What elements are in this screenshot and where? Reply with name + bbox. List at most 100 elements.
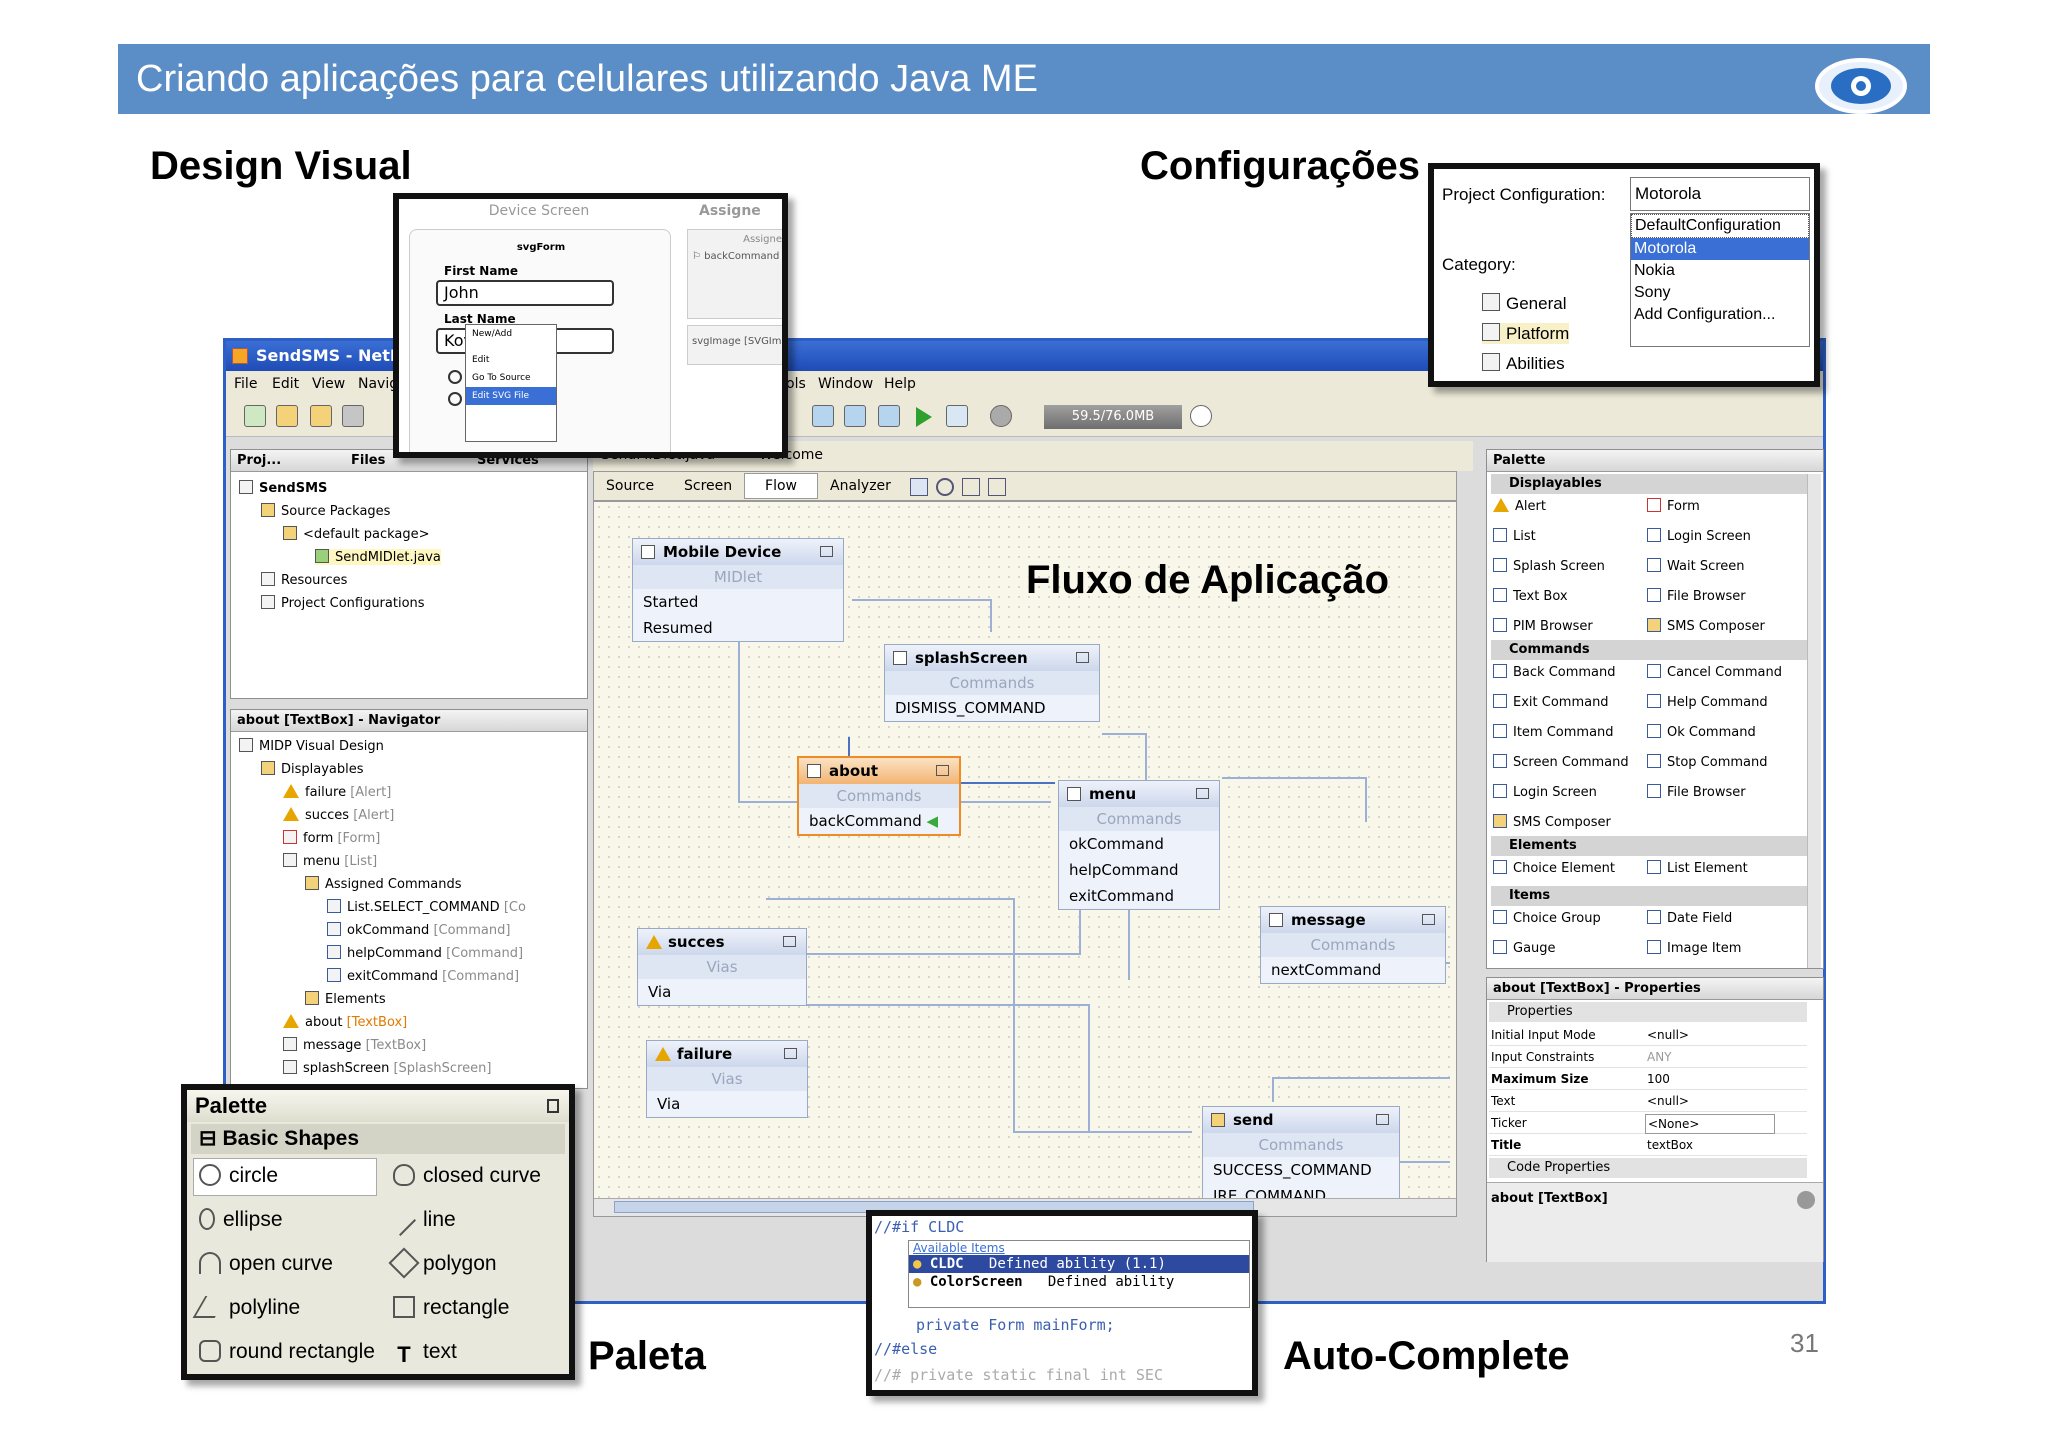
help-icon[interactable] (1797, 1191, 1815, 1209)
category-elements[interactable]: Elements (1491, 836, 1811, 856)
node-row-backcommand[interactable]: backCommand ◀ (799, 808, 959, 834)
node-message[interactable]: message Commands nextCommand (1260, 906, 1446, 984)
tree-default-package[interactable]: <default package> (283, 526, 430, 542)
back-command-item[interactable]: ⚐ backCommand (688, 249, 782, 264)
minimize-icon[interactable] (820, 546, 833, 557)
tab-files[interactable]: Files (351, 453, 386, 468)
tab-screen[interactable]: Screen (684, 478, 733, 494)
palette-choice-group[interactable]: Choice Group (1493, 910, 1601, 926)
option-sony[interactable]: Sony (1634, 284, 1671, 301)
node-row-helpcommand[interactable]: helpCommand (1059, 857, 1219, 883)
shape-polyline[interactable]: polyline (192, 1296, 300, 1320)
palette-list-element[interactable]: List Element (1647, 860, 1748, 876)
palette-form[interactable]: Form (1647, 498, 1700, 514)
profile-icon[interactable] (990, 405, 1012, 427)
minimize-icon[interactable] (1076, 652, 1089, 663)
option-motorola[interactable]: Motorola (1631, 238, 1809, 260)
menu-window[interactable]: Window (818, 376, 874, 392)
prop-text[interactable]: Text<null> (1489, 1090, 1807, 1112)
palette-wait-screen[interactable]: Wait Screen (1647, 558, 1745, 574)
prop-initial-input-mode[interactable]: Initial Input Mode<null> (1489, 1024, 1807, 1046)
nav-assigned-commands[interactable]: Assigned Commands (305, 876, 462, 892)
nav-about[interactable]: about [TextBox] (283, 1014, 407, 1030)
completion-item-cldc[interactable]: ● CLDC Defined ability (1.1) (909, 1255, 1249, 1273)
palette-file-browser[interactable]: File Browser (1647, 588, 1746, 604)
nav-splashscreen[interactable]: splashScreen [SplashScreen] (283, 1060, 491, 1076)
node-row-started[interactable]: Started (633, 589, 843, 615)
palette-help-command[interactable]: Help Command (1647, 694, 1768, 710)
radio-icon[interactable] (448, 370, 462, 384)
option-default-configuration[interactable]: DefaultConfiguration (1631, 214, 1809, 238)
menu-edit[interactable]: Edit (272, 376, 300, 392)
palette-cancel-command[interactable]: Cancel Command (1647, 664, 1782, 680)
node-row-success-command[interactable]: SUCCESS_COMMAND (1203, 1157, 1399, 1183)
nav-select-command[interactable]: List.SELECT_COMMAND [Co (327, 899, 526, 915)
layout-icon[interactable] (910, 478, 928, 496)
palette-back-command[interactable]: Back Command (1493, 664, 1616, 680)
shape-closed-curve[interactable]: closed curve (393, 1164, 541, 1188)
menu-edit[interactable]: Edit (472, 355, 490, 365)
minimize-icon[interactable] (783, 936, 796, 947)
nav-okcommand[interactable]: okCommand [Command] (327, 922, 510, 938)
nav-helpcommand[interactable]: helpCommand [Command] (327, 945, 523, 961)
palette-list[interactable]: List (1493, 528, 1536, 544)
shape-ellipse[interactable]: ellipse (199, 1208, 283, 1232)
palette-text-box[interactable]: Text Box (1493, 588, 1568, 604)
category-platform[interactable]: Platform (1482, 323, 1570, 344)
nav-displayables[interactable]: Displayables (261, 761, 364, 777)
category-abilities[interactable]: Abilities (1482, 353, 1565, 374)
category-commands[interactable]: Commands (1491, 640, 1811, 660)
palette-image-item[interactable]: Image Item (1647, 940, 1741, 956)
palette-splash-screen[interactable]: Splash Screen (1493, 558, 1605, 574)
open-project-icon[interactable] (310, 405, 332, 427)
build-icon[interactable] (812, 405, 834, 427)
radio-icon[interactable] (448, 392, 462, 406)
node-succes[interactable]: succes Vias Via (637, 928, 807, 1006)
shape-line[interactable]: line (391, 1208, 456, 1237)
palette-exit-command[interactable]: Exit Command (1493, 694, 1609, 710)
node-mobile-device[interactable]: Mobile Device MIDlet Started Resumed (632, 538, 844, 642)
minimize-icon[interactable] (936, 765, 949, 776)
node-row-nextcommand[interactable]: nextCommand (1261, 957, 1445, 983)
node-failure[interactable]: failure Vias Via (646, 1040, 808, 1118)
palette-gauge[interactable]: Gauge (1493, 940, 1556, 956)
palette-scrollbar[interactable] (1807, 474, 1821, 968)
node-send[interactable]: send Commands SUCCESS_COMMAND IRE_COMMAN… (1202, 1106, 1400, 1210)
expand-icon[interactable] (988, 478, 1006, 496)
palette-pim-browser[interactable]: PIM Browser (1493, 618, 1593, 634)
node-row-exitcommand[interactable]: exitCommand (1059, 883, 1219, 909)
menu-new-add[interactable]: New/Add (472, 329, 513, 339)
palette-login-screen[interactable]: Login Screen (1647, 528, 1751, 544)
category-displayables[interactable]: Displayables (1491, 474, 1811, 494)
node-row-dismiss[interactable]: DISMISS_COMMAND (885, 695, 1099, 721)
prop-ticker-select[interactable]: <None> (1645, 1114, 1775, 1134)
code-properties-group[interactable]: Code Properties (1489, 1158, 1807, 1178)
memory-indicator[interactable]: 59.5/76.0MB (1044, 405, 1182, 429)
shape-polygon[interactable]: polygon (388, 1247, 497, 1279)
palette-alert[interactable]: Alert (1493, 498, 1546, 514)
new-file-icon[interactable] (244, 405, 266, 427)
minimize-icon[interactable] (1376, 1114, 1389, 1125)
shape-open-curve[interactable]: open curve (199, 1252, 333, 1276)
shape-round-rectangle[interactable]: round rectangle (199, 1340, 375, 1364)
menu-help[interactable]: Help (884, 376, 916, 392)
palette-sms-composer-command[interactable]: SMS Composer (1493, 814, 1611, 830)
nav-exitcommand[interactable]: exitCommand [Command] (327, 968, 519, 984)
nav-form[interactable]: form [Form] (283, 830, 380, 846)
node-menu[interactable]: menu Commands okCommand helpCommand exit… (1058, 780, 1220, 910)
node-row-resumed[interactable]: Resumed (633, 615, 843, 641)
tree-sendmidlet-java[interactable]: SendMIDlet.java (315, 549, 441, 565)
option-nokia[interactable]: Nokia (1634, 262, 1675, 279)
nav-elements[interactable]: Elements (305, 991, 386, 1007)
menu-tools[interactable]: ols (786, 376, 806, 392)
tab-flow[interactable]: Flow (744, 473, 818, 499)
tree-project-configurations[interactable]: Project Configurations (261, 595, 425, 611)
hammer-icon[interactable] (844, 405, 866, 427)
palette-stop-command[interactable]: Stop Command (1647, 754, 1768, 770)
save-icon[interactable] (342, 405, 364, 427)
palette-screen-command[interactable]: Screen Command (1493, 754, 1629, 770)
